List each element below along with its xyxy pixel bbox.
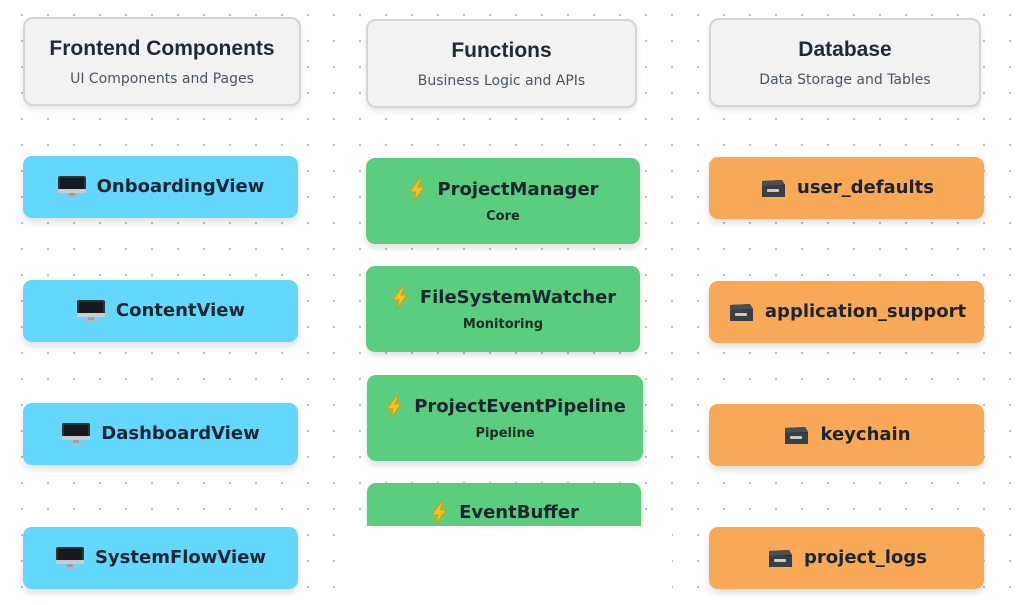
database-node-project-logs[interactable]: project_logs — [709, 527, 984, 589]
frontend-column-title: Frontend Components — [49, 37, 275, 60]
function-node-projectmanager[interactable]: ProjectManager Core — [366, 158, 640, 244]
frontend-column-subtitle: UI Components and Pages — [70, 71, 254, 87]
node-label: ProjectEventPipeline — [414, 395, 626, 417]
node-label: keychain — [820, 424, 911, 445]
functions-column-header[interactable]: Functions Business Logic and APIs — [366, 19, 637, 108]
node-label: ContentView — [115, 300, 246, 321]
frontend-node-contentview[interactable]: ContentView — [23, 280, 298, 342]
database-drawer-icon — [766, 547, 794, 569]
lightning-icon — [390, 286, 410, 310]
functions-column-subtitle: Business Logic and APIs — [417, 73, 586, 89]
database-node-application-support[interactable]: application_support — [709, 281, 984, 343]
computer-icon — [55, 546, 85, 570]
database-drawer-icon — [782, 424, 810, 446]
viewport-clip-panel — [350, 526, 672, 605]
database-column-header[interactable]: Database Data Storage and Tables — [709, 18, 981, 107]
database-column-subtitle: Data Storage and Tables — [759, 72, 931, 88]
frontend-node-onboardingview[interactable]: OnboardingView — [23, 156, 298, 218]
node-label: ProjectManager — [437, 178, 599, 200]
frontend-column-header[interactable]: Frontend Components UI Components and Pa… — [23, 17, 301, 106]
lightning-icon — [384, 395, 404, 419]
node-label: OnboardingView — [96, 176, 265, 197]
function-node-projecteventpipeline[interactable]: ProjectEventPipeline Pipeline — [367, 375, 643, 461]
database-drawer-icon — [759, 177, 787, 199]
node-label: DashboardView — [101, 423, 260, 444]
node-label: project_logs — [804, 547, 927, 568]
node-label: user_defaults — [797, 177, 934, 198]
database-node-user-defaults[interactable]: user_defaults — [709, 157, 984, 219]
computer-icon — [76, 299, 106, 323]
node-label: application_support — [764, 301, 967, 322]
computer-icon — [61, 422, 91, 446]
node-label: SystemFlowView — [94, 547, 267, 568]
lightning-icon — [407, 178, 427, 202]
computer-icon — [57, 175, 87, 199]
database-column-title: Database — [798, 38, 892, 61]
node-label: FileSystemWatcher — [419, 286, 617, 308]
database-drawer-icon — [727, 301, 755, 323]
node-sublabel: Core — [486, 208, 520, 224]
functions-column-title: Functions — [451, 39, 552, 62]
function-node-filesystemwatcher[interactable]: FileSystemWatcher Monitoring — [366, 266, 640, 352]
frontend-node-dashboardview[interactable]: DashboardView — [23, 403, 298, 465]
lightning-icon — [429, 501, 449, 525]
node-sublabel: Monitoring — [462, 316, 544, 332]
frontend-node-systemflowview[interactable]: SystemFlowView — [23, 527, 298, 589]
node-sublabel: Pipeline — [475, 425, 535, 441]
node-label: EventBuffer — [459, 502, 579, 523]
database-node-keychain[interactable]: keychain — [709, 404, 984, 466]
